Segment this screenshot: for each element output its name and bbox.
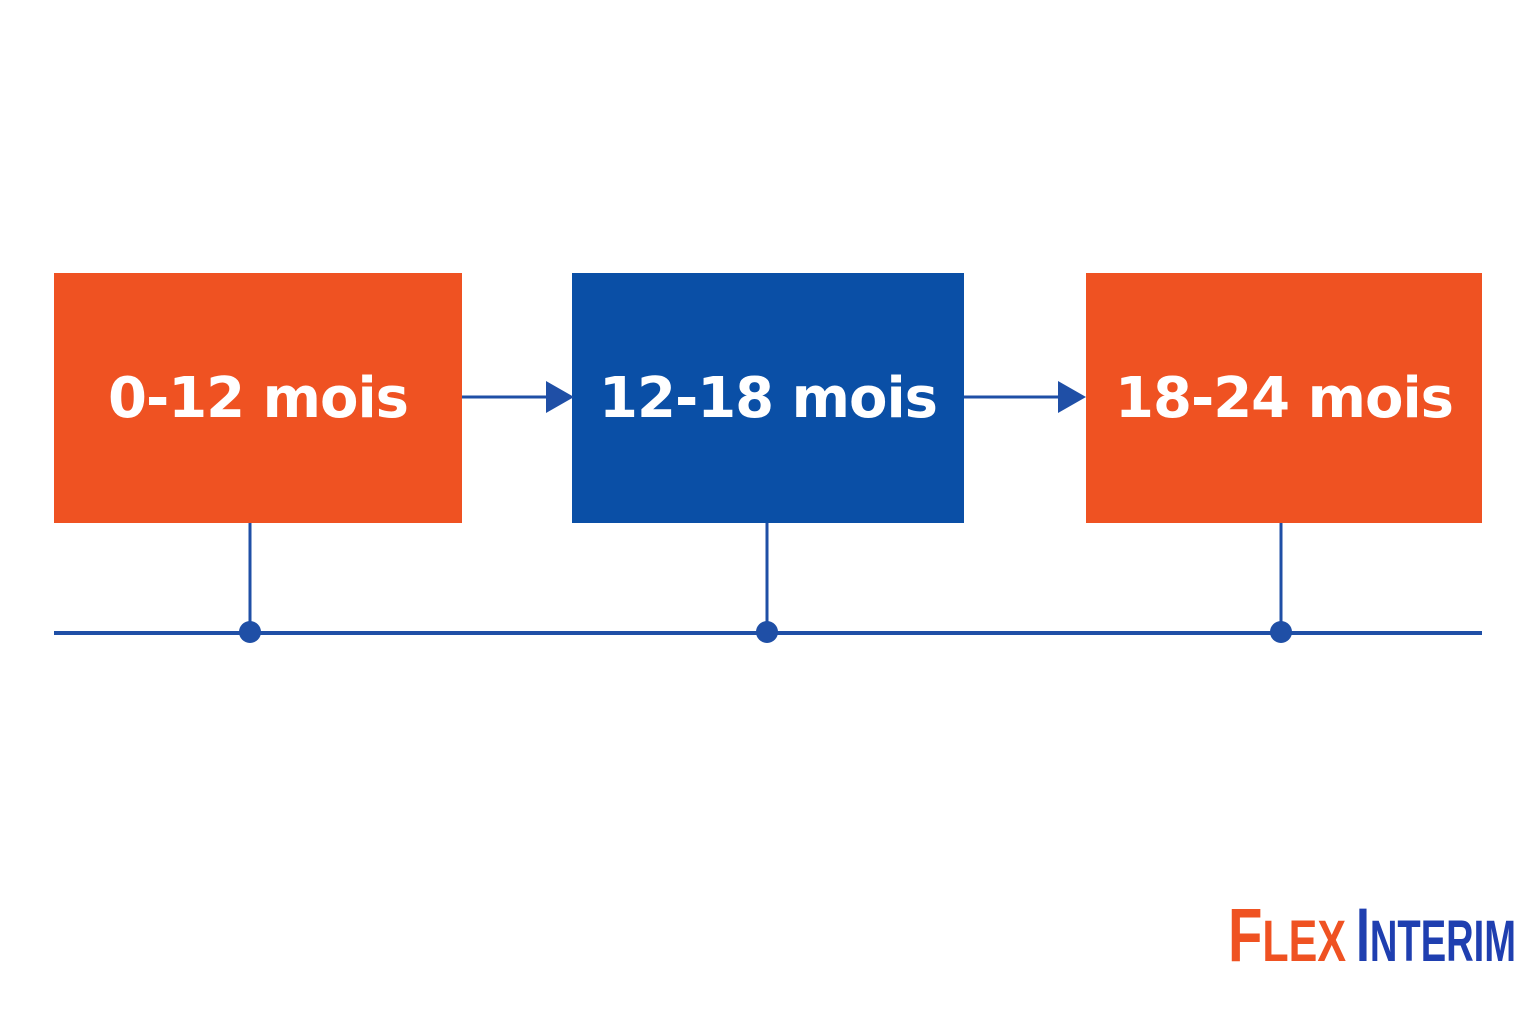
phase-box-18-24: 18-24 mois [1086,273,1482,523]
logo-word-flex: FLEX [1228,893,1346,969]
phase-label: 12-18 mois [599,365,938,431]
logo-word-interim: INTERIM [1356,893,1516,969]
phase-box-12-18: 12-18 mois [572,273,964,523]
timeline-marker-3 [1270,621,1292,643]
timeline-marker-1 [239,621,261,643]
phase-label: 0-12 mois [108,365,409,431]
timeline-marker-2 [756,621,778,643]
phase-label: 18-24 mois [1115,365,1454,431]
arrow-2-head [1058,381,1086,413]
flex-interim-logo: FLEX INTERIM [1228,893,1516,969]
phase-box-0-12: 0-12 mois [54,273,462,523]
arrow-1-head [546,381,574,413]
